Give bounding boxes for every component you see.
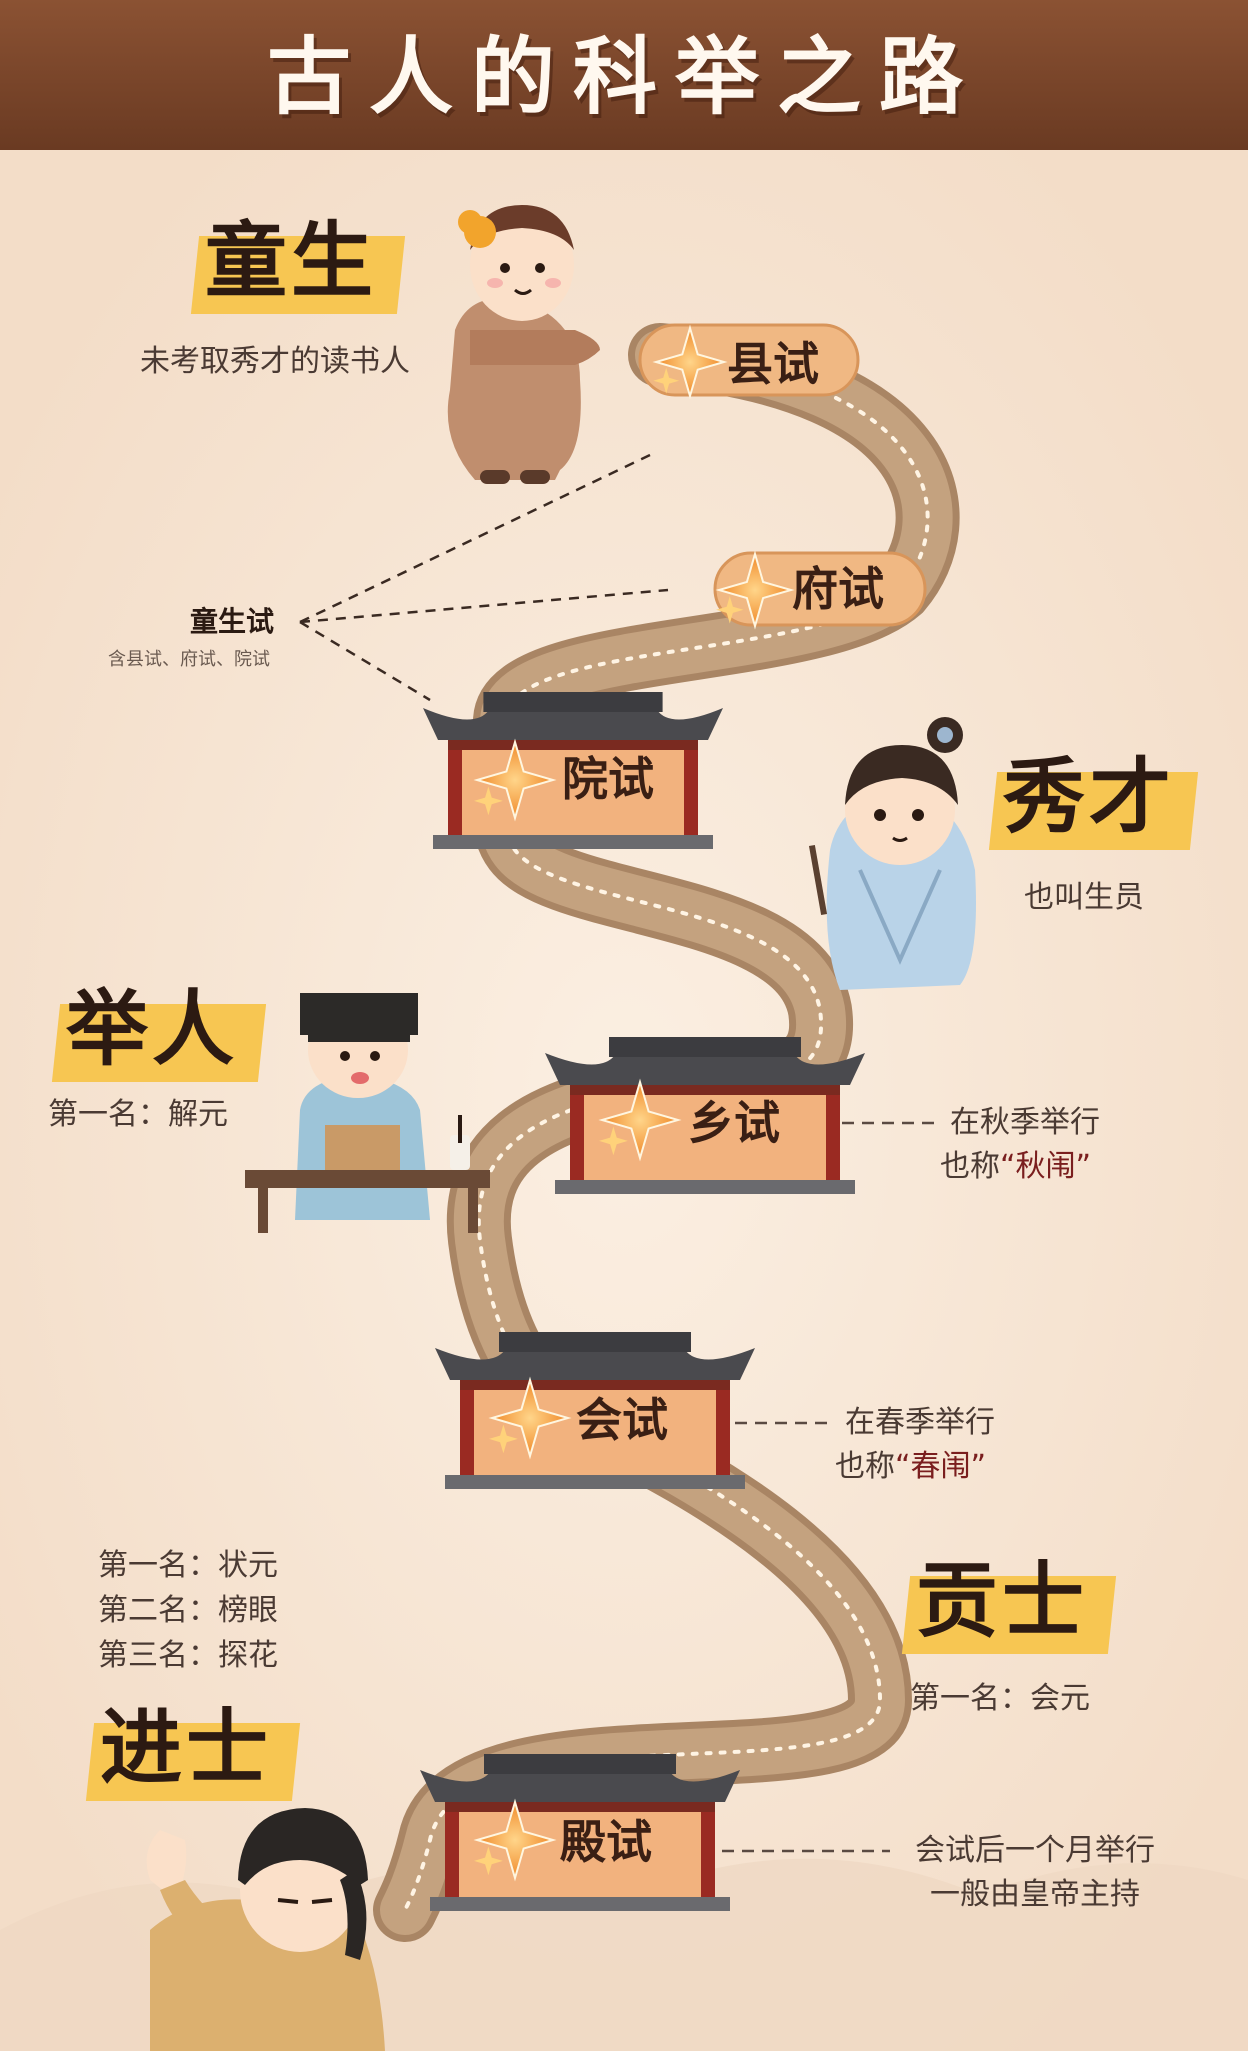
- annotation-huishi-prefix: 也称: [835, 1449, 895, 1484]
- fushi-pill: [713, 551, 927, 627]
- annotation-huishi-line1: 在春季举行: [845, 1405, 995, 1440]
- exam-fushi: 府试: [792, 562, 884, 616]
- page-title: 古人的科举之路: [266, 28, 981, 126]
- exam-huishi: 会试: [576, 1393, 668, 1447]
- note-gongshi: 第一名：会元: [910, 1681, 1090, 1716]
- title-tag-jinshi: 进士: [85, 1697, 301, 1801]
- title-gongshi: 贡士: [916, 1554, 1089, 1649]
- xiangshi-pavilion: [545, 1037, 865, 1194]
- tongshengshi-label: 童生试: [190, 605, 275, 638]
- exam-xianshi: 县试: [727, 337, 819, 391]
- star-dianshi-icon: [473, 1798, 557, 1882]
- annotation-huishi-line2: 也称“春闱”: [835, 1445, 986, 1489]
- header-banner: 古人的科举之路: [0, 0, 1248, 150]
- title-jinshi: 进士: [100, 1701, 273, 1796]
- annotation-huishi-quote: “春闱”: [895, 1449, 987, 1484]
- annotation-xiangshi-prefix: 也称: [940, 1149, 1000, 1184]
- jinshi-scholar-illustration: [146, 1808, 385, 2051]
- note-jinshi-rank3: 第三名：探花: [98, 1638, 278, 1673]
- title-juren: 举人: [66, 982, 239, 1077]
- title-tongsheng: 童生: [205, 214, 378, 309]
- star-xianshi-icon: [652, 324, 728, 400]
- yuanshi-pavilion: [423, 692, 723, 849]
- star-xiangshi-icon: [598, 1078, 682, 1162]
- exam-dianshi: 殿试: [560, 1815, 652, 1869]
- note-xiucai: 也叫生员: [1024, 880, 1144, 915]
- exam-yuanshi: 院试: [562, 752, 654, 806]
- annotation-xiangshi-line2: 也称“秋闱”: [940, 1145, 1091, 1189]
- note-tongsheng: 未考取秀才的读书人: [140, 344, 410, 379]
- tongsheng-child-illustration: [447, 205, 600, 484]
- star-yuanshi-icon: [473, 738, 557, 822]
- tongshengshi-connectors: [299, 453, 669, 702]
- annotation-connectors: [722, 1121, 940, 1853]
- note-juren: 第一名：解元: [48, 1097, 228, 1132]
- exam-xiangshi: 乡试: [688, 1096, 780, 1150]
- annotation-xiangshi-quote: “秋闱”: [1000, 1149, 1092, 1184]
- title-tag-xiucai: 秀才: [988, 746, 1199, 850]
- title-tag-juren: 举人: [51, 978, 267, 1082]
- note-jinshi-rank1: 第一名：状元: [98, 1548, 278, 1583]
- tongshengshi-sub: 含县试、府试、院试: [108, 649, 270, 670]
- title-tag-gongshi: 贡士: [901, 1550, 1117, 1654]
- xiucai-scholar-illustration: [808, 717, 976, 990]
- title-xiucai: 秀才: [1003, 750, 1176, 845]
- star-huishi-icon: [488, 1376, 572, 1460]
- annotation-dianshi-line1: 会试后一个月举行: [915, 1833, 1155, 1868]
- dianshi-pavilion: [420, 1754, 740, 1911]
- huishi-pavilion: [435, 1332, 755, 1489]
- note-jinshi-rank2: 第二名：榜眼: [98, 1593, 278, 1628]
- annotation-xiangshi-line1: 在秋季举行: [950, 1105, 1100, 1140]
- annotation-dianshi-line2: 一般由皇帝主持: [930, 1877, 1140, 1912]
- star-fushi-icon: [715, 550, 795, 630]
- juren-scholar-illustration: [245, 993, 490, 1233]
- title-tag-tongsheng: 童生: [190, 210, 406, 314]
